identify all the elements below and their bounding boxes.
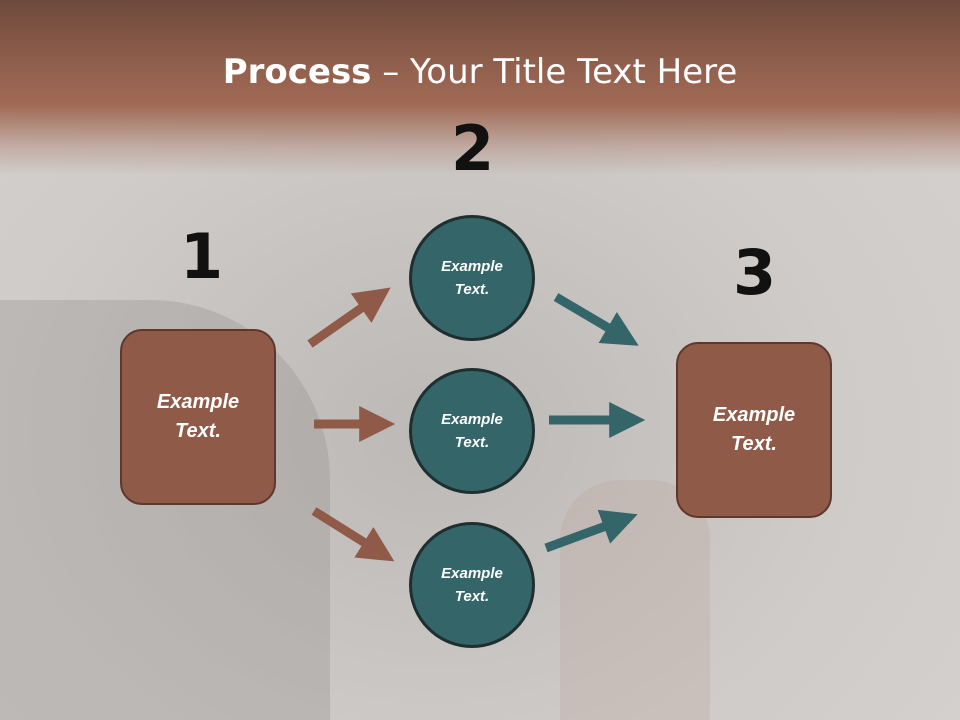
arrow-box-to-top	[307, 287, 391, 348]
title-bold: Process	[222, 52, 372, 92]
page-title: Process – Your Title Text Here	[0, 52, 960, 92]
circle-top-line1: Example	[441, 258, 503, 275]
arrow-box-to-bottom	[311, 507, 395, 562]
left-box-line2: Text.	[175, 420, 221, 442]
title-banner	[0, 0, 960, 175]
step-number-3: 3	[733, 236, 777, 309]
title-rest: – Your Title Text Here	[371, 52, 738, 92]
step-number-1: 1	[180, 220, 224, 293]
circle-bottom-line2: Text.	[454, 588, 490, 605]
right-box-line1: Example	[712, 404, 796, 426]
right-box-line2: Text.	[731, 433, 777, 455]
circle-middle-line2: Text.	[454, 434, 490, 451]
circle-bottom-line1: Example	[441, 565, 503, 582]
circle-middle-line1: Example	[441, 411, 503, 428]
arrow-bottom-to-right	[544, 509, 638, 553]
left-box-line1: Example	[156, 391, 240, 413]
circle-top-line2: Text.	[454, 281, 490, 298]
step-number-2: 2	[451, 112, 495, 185]
arrow-top-to-right	[553, 293, 639, 346]
